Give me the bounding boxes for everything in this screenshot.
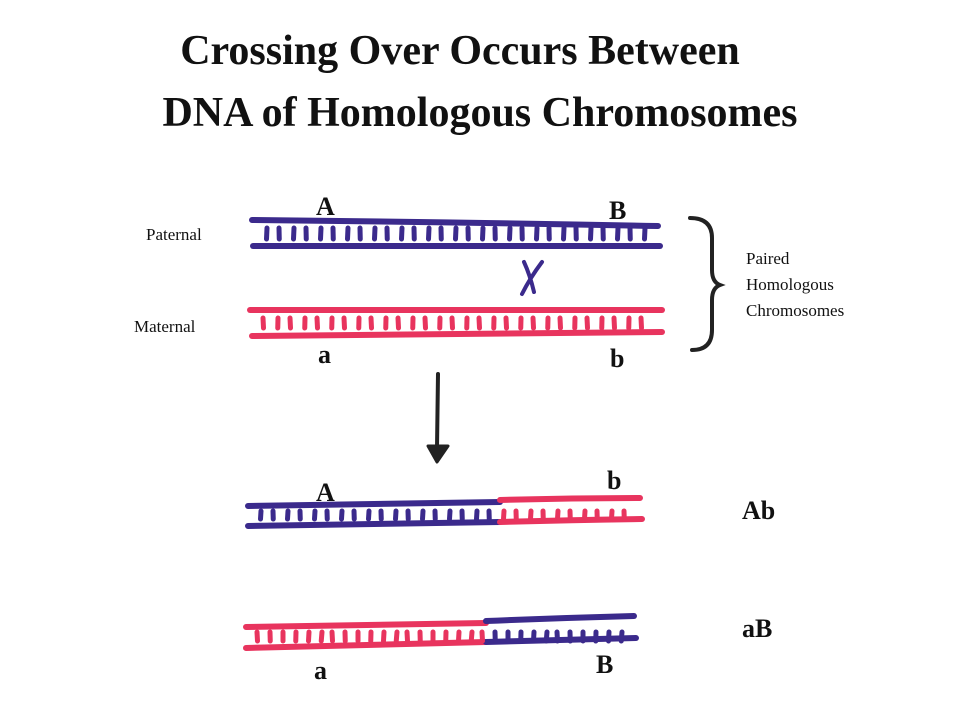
base-pair-rung bbox=[543, 629, 550, 644]
base-pair-rung bbox=[507, 225, 513, 242]
title-line-1: Crossing Over Occurs Between bbox=[180, 28, 740, 74]
base-pair-rung bbox=[264, 225, 270, 242]
base-pair-rung bbox=[381, 629, 387, 644]
base-pair-rung bbox=[366, 508, 372, 522]
recombinant-chromosome-aB bbox=[243, 613, 639, 651]
title-line-2: DNA of Homologous Chromosomes bbox=[162, 90, 798, 136]
base-pair-rung bbox=[260, 315, 266, 331]
base-pair-rung bbox=[474, 508, 480, 522]
gene-label-b-top: b bbox=[610, 344, 625, 373]
base-pair-rung bbox=[638, 315, 644, 331]
base-pair-rung bbox=[306, 629, 312, 644]
base-pair-rung bbox=[476, 315, 482, 331]
base-pair-rung bbox=[611, 315, 617, 331]
base-pair-rung bbox=[420, 508, 426, 522]
base-pair-rung bbox=[531, 629, 537, 644]
gene-label-A-bottom: A bbox=[316, 478, 335, 507]
base-pair-rung bbox=[258, 508, 264, 522]
base-pair-rung bbox=[399, 225, 405, 242]
base-pair-rung bbox=[422, 315, 428, 331]
base-pair-rung bbox=[555, 508, 561, 522]
base-pair-rung bbox=[480, 225, 486, 242]
recombinant-label-aB: aB bbox=[742, 614, 773, 643]
paternal-label: Paternal bbox=[146, 225, 202, 244]
base-pair-rung bbox=[456, 629, 462, 644]
base-pair-rung bbox=[395, 315, 401, 331]
down-arrow-icon bbox=[426, 372, 450, 464]
base-pair-rung bbox=[554, 629, 560, 644]
gene-label-b-bottom: b bbox=[607, 466, 622, 495]
base-pair-rung bbox=[453, 225, 459, 242]
base-pair-rung bbox=[468, 629, 475, 644]
base-pair-rung bbox=[393, 508, 399, 522]
base-pair-rung bbox=[254, 629, 260, 644]
base-pair-rung bbox=[329, 629, 335, 644]
base-pair-rung bbox=[501, 508, 507, 522]
base-pair-rung bbox=[285, 508, 291, 522]
base-pair-rung bbox=[345, 225, 351, 242]
base-pair-rung bbox=[584, 315, 590, 331]
base-pair-rung bbox=[582, 508, 588, 522]
crossover-mark bbox=[520, 260, 544, 296]
base-pair-rung bbox=[318, 225, 324, 242]
base-pair-rung bbox=[393, 629, 400, 644]
gene-label-B-top: B bbox=[609, 196, 627, 225]
base-pair-rung bbox=[341, 315, 347, 331]
gene-label-a-bottom: a bbox=[314, 656, 327, 685]
base-pair-rung bbox=[609, 508, 615, 522]
gene-label-B-bottom: B bbox=[596, 650, 614, 679]
base-pair-rung bbox=[588, 225, 594, 242]
paired-homologous-label: Paired Homologous Chromosomes bbox=[746, 249, 845, 320]
base-pair-rung bbox=[426, 225, 432, 242]
base-pair-rung bbox=[447, 508, 453, 522]
base-pair-rung bbox=[287, 315, 293, 331]
base-pair-rung bbox=[339, 508, 345, 522]
base-pair-rung bbox=[404, 629, 410, 644]
base-pair-rung bbox=[291, 225, 297, 242]
base-pair-rung bbox=[314, 315, 320, 331]
base-pair-rung bbox=[530, 315, 536, 331]
paternal-chromosome bbox=[249, 217, 663, 250]
gene-label-a-top: a bbox=[318, 340, 331, 369]
base-pair-rung bbox=[318, 629, 325, 644]
base-pair-rung bbox=[618, 629, 625, 644]
base-pair-rung bbox=[372, 225, 378, 242]
gene-label-A-top: A bbox=[316, 192, 335, 221]
base-pair-rung bbox=[642, 225, 648, 242]
base-pair-rung bbox=[557, 315, 563, 331]
base-pair-rung bbox=[615, 225, 621, 242]
recombinant-label-Ab: Ab bbox=[742, 496, 776, 525]
brace-icon bbox=[688, 216, 726, 352]
base-pair-rung bbox=[534, 225, 540, 242]
base-pair-rung bbox=[503, 315, 509, 331]
maternal-chromosome bbox=[247, 306, 665, 339]
recombinant-chromosome-Ab bbox=[245, 495, 645, 529]
base-pair-rung bbox=[528, 508, 534, 522]
base-pair-rung bbox=[449, 315, 455, 331]
maternal-label: Maternal bbox=[134, 317, 196, 336]
base-pair-rung bbox=[606, 629, 612, 644]
base-pair-rung bbox=[368, 315, 374, 331]
base-pair-rung bbox=[479, 629, 485, 644]
base-pair-rung bbox=[312, 508, 318, 522]
base-pair-rung bbox=[561, 225, 567, 242]
